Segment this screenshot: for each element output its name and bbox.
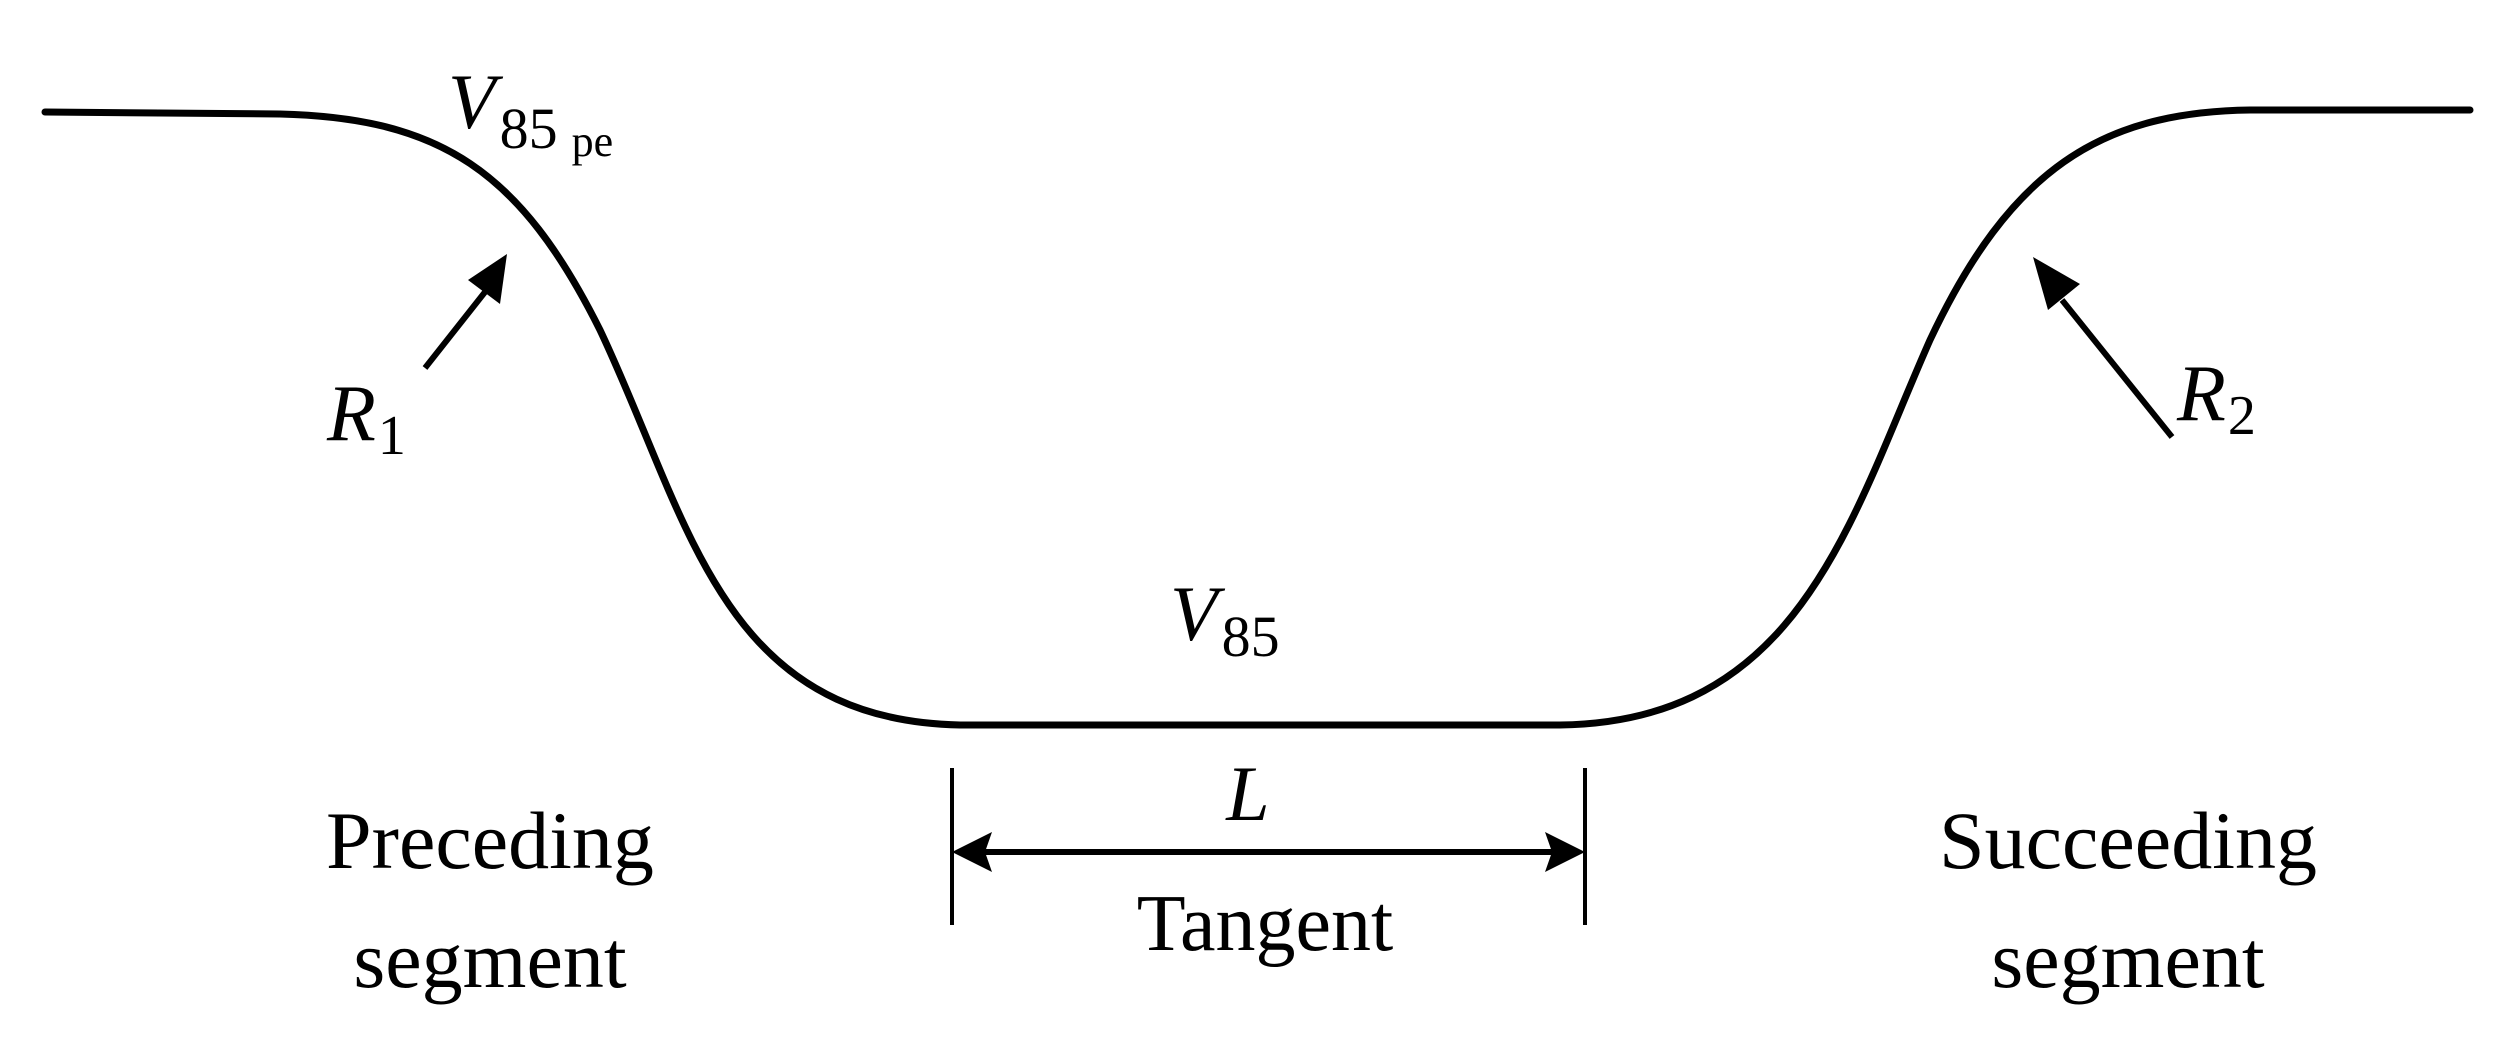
- v85-sub: 85: [1222, 604, 1280, 669]
- r1-arrow: [422, 254, 507, 370]
- dimension-right-arrowhead: [1545, 832, 1585, 872]
- r1-main: R: [326, 370, 376, 458]
- v85-pe-sub: 85: [500, 96, 558, 161]
- dimension-left-arrowhead: [952, 832, 992, 872]
- r1-sub: 1: [378, 405, 406, 467]
- v85-pe-label: V85 pe: [448, 58, 613, 166]
- length-label: L: [1225, 750, 1269, 837]
- road-alignment-curve: [41, 106, 2474, 729]
- r2-main: R: [2176, 350, 2226, 438]
- tangent-length-dimension: [950, 768, 1587, 925]
- v85-pe-sub2: pe: [572, 117, 614, 166]
- succeeding-segment-line2: segment: [1991, 914, 2264, 1005]
- preceding-segment-line2: segment: [353, 914, 626, 1005]
- v85-pe-main: V: [448, 58, 504, 145]
- v85-main: V: [1170, 570, 1226, 657]
- preceding-segment-line1: Preceding: [326, 795, 654, 886]
- r1-label: R1: [326, 370, 406, 467]
- succeeding-segment-line1: Succeeding: [1939, 795, 2317, 886]
- v85-label: V85: [1170, 570, 1280, 669]
- r2-arrow: [2033, 257, 2175, 439]
- tangent-label: Tangent: [1137, 880, 1394, 968]
- r2-label: R2: [2176, 350, 2256, 447]
- r2-sub: 2: [2228, 385, 2256, 447]
